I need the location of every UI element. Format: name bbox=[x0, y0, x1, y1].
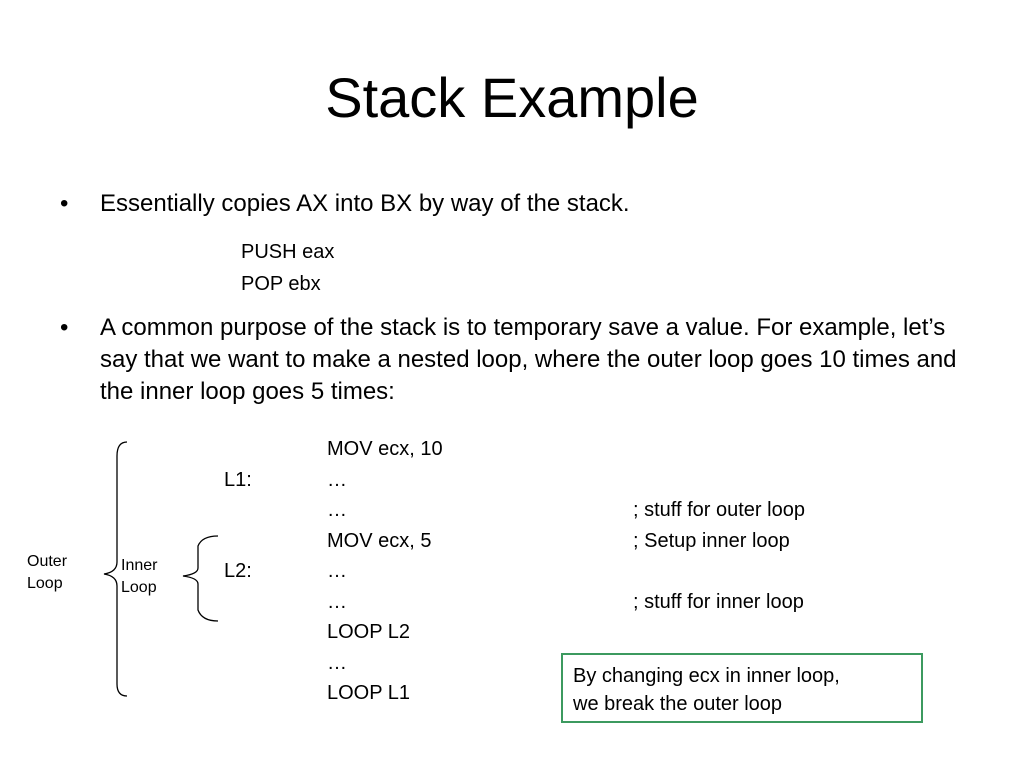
code-comment: ; Setup inner loop bbox=[633, 530, 790, 552]
callout-box: By changing ecx in inner loop, we break … bbox=[561, 653, 923, 723]
code-instr: … bbox=[327, 499, 347, 521]
outer-loop-brace bbox=[103, 441, 128, 697]
code-label-l2: L2: bbox=[224, 560, 252, 582]
inner-loop-label-line: Inner bbox=[121, 557, 158, 574]
bullet-text: Essentially copies AX into BX by way of … bbox=[100, 190, 630, 217]
callout-line: we break the outer loop bbox=[573, 693, 783, 715]
code-instr: LOOP L1 bbox=[327, 682, 411, 704]
code-instr: LOOP L2 bbox=[327, 621, 411, 643]
bullet-marker: • bbox=[60, 190, 69, 217]
slide-title: Stack Example bbox=[325, 66, 699, 129]
outer-loop-label-line: Outer bbox=[27, 553, 68, 570]
outer-loop-label-line: Loop bbox=[27, 575, 63, 592]
bullet-text: A common purpose of the stack is to temp… bbox=[100, 314, 957, 405]
code-label-l1: L1: bbox=[224, 469, 252, 491]
callout-line: By changing ecx in inner loop, bbox=[573, 665, 840, 687]
code-comment: ; stuff for inner loop bbox=[633, 591, 804, 613]
code-instr: … bbox=[327, 560, 347, 582]
outer-loop-label: Outer Loop bbox=[27, 551, 67, 595]
code-instr: … bbox=[327, 591, 347, 613]
inner-loop-label-line: Loop bbox=[121, 579, 157, 596]
pop-line: POP ebx bbox=[241, 273, 321, 295]
inner-loop-label: Inner Loop bbox=[121, 555, 157, 599]
code-instr: MOV ecx, 10 bbox=[327, 438, 443, 460]
bullet-marker: • bbox=[60, 314, 69, 341]
code-instr: … bbox=[327, 652, 347, 674]
push-line: PUSH eax bbox=[241, 241, 335, 263]
code-comment: ; stuff for outer loop bbox=[633, 499, 805, 521]
code-instr: … bbox=[327, 469, 347, 491]
inner-loop-brace bbox=[182, 535, 219, 622]
code-instr: MOV ecx, 5 bbox=[327, 530, 432, 552]
